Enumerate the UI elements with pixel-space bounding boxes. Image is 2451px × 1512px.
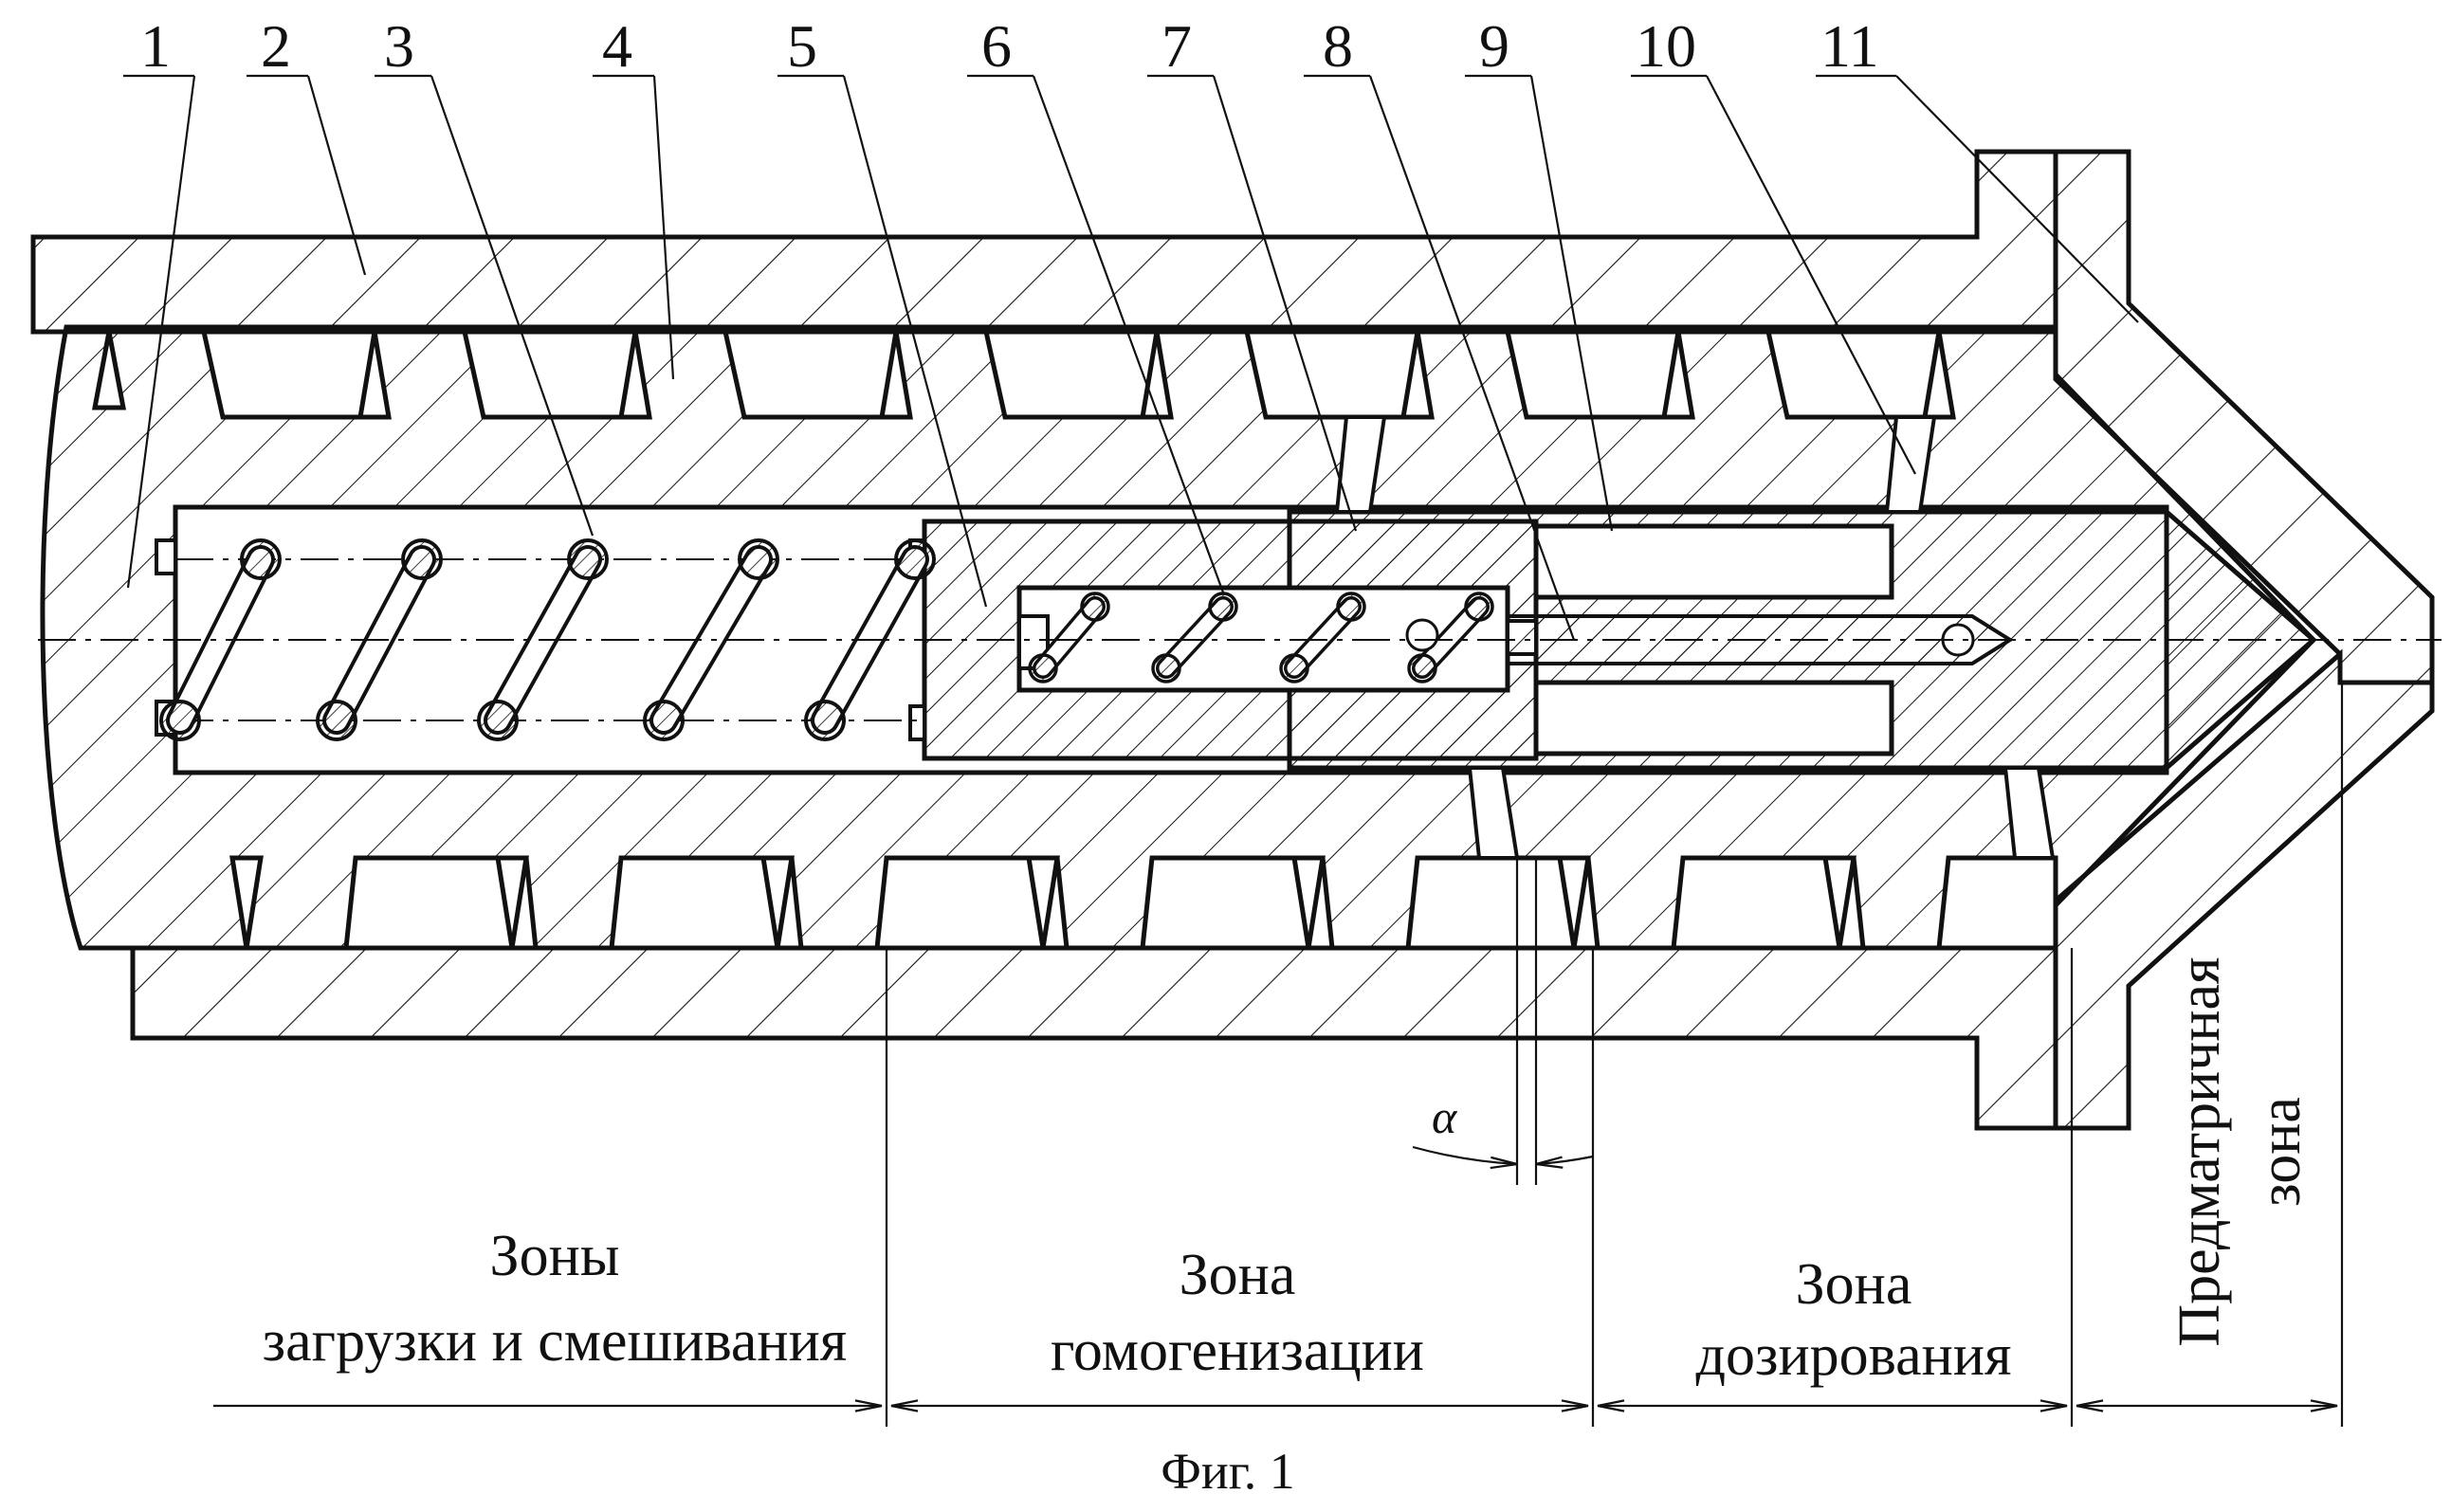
callout-2: 2	[261, 12, 291, 80]
zone-homogenization-subtitle: гомогенизации	[1051, 1319, 1424, 1383]
callout-3: 3	[384, 12, 414, 80]
callout-8: 8	[1323, 12, 1353, 80]
zone-predmatrix-title: Предматричная	[2167, 956, 2232, 1346]
callout-10: 10	[1636, 12, 1696, 80]
zone-loading-title: Зоны	[490, 1224, 620, 1288]
screw-flights-top	[95, 332, 1953, 417]
callout-11: 11	[1820, 12, 1879, 80]
zone-predmatrix-subtitle: зона	[2248, 1097, 2313, 1207]
zone-loading-subtitle: загрузки и смешивания	[263, 1309, 848, 1374]
callout-1: 1	[140, 12, 171, 80]
zone-dosing-subtitle: дозирования	[1695, 1323, 2011, 1388]
angle-alpha: α	[1432, 1090, 1458, 1143]
callout-6: 6	[981, 12, 1012, 80]
zone-dosing-title: Зона	[1796, 1252, 1912, 1317]
figure-caption: Фиг. 1	[1161, 1443, 1295, 1500]
zone-homogenization-title: Зона	[1180, 1243, 1296, 1307]
callout-7: 7	[1161, 12, 1192, 80]
callout-5: 5	[787, 12, 817, 80]
marker-circle	[1407, 620, 1437, 650]
callout-9: 9	[1479, 12, 1509, 80]
callout-4: 4	[602, 12, 632, 80]
